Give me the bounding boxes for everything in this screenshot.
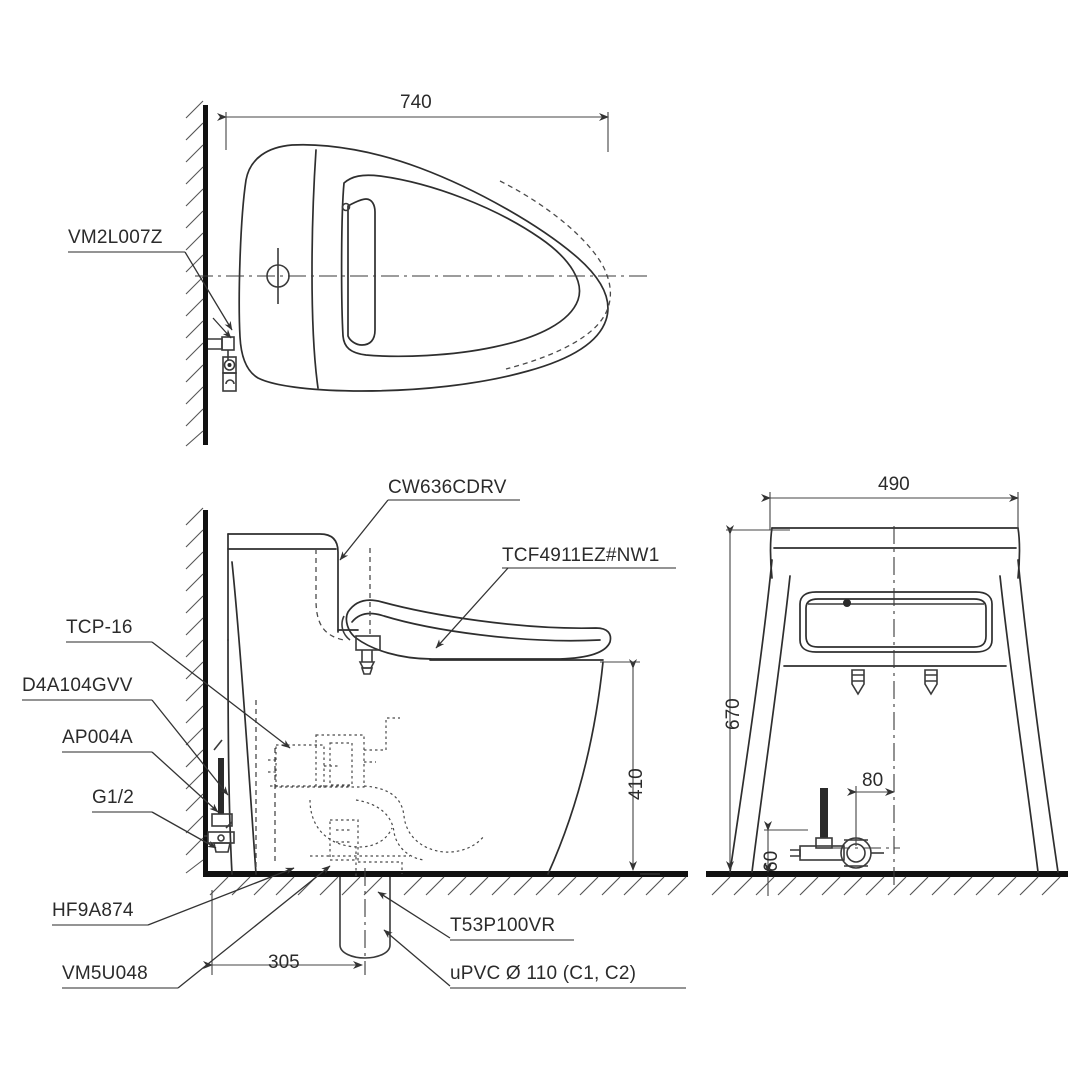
- callout-hf9a874: HF9A874: [52, 900, 134, 921]
- dim-label-80: 80: [862, 770, 884, 791]
- side-leaders: [22, 499, 686, 989]
- leader-vm2l007z: [68, 251, 233, 331]
- callout-upvc: uPVC Ø 110 (C1, C2): [450, 963, 637, 984]
- callout-vm5u048: VM5U048: [62, 963, 148, 984]
- floor-hatching: [209, 876, 687, 896]
- dim-490: [761, 492, 1019, 530]
- dim-410: [600, 659, 660, 875]
- callout-tcf4911eznw1: TCF4911EZ#NW1: [502, 545, 660, 566]
- dim-60: [764, 821, 808, 896]
- dim-label-740: 740: [400, 92, 432, 113]
- floor-left: [203, 871, 400, 877]
- side-toilet-outline: [227, 533, 612, 875]
- callout-tcp16: TCP-16: [66, 617, 133, 638]
- front-floor: [706, 871, 1068, 877]
- callout-g12: G1/2: [92, 787, 134, 808]
- callout-ap004a: AP004A: [62, 727, 133, 748]
- front-supply-valve: [790, 788, 900, 869]
- floor-right: [396, 871, 688, 877]
- dim-label-60: 60: [761, 850, 782, 872]
- callout-vm2l007z: VM2L007Z: [68, 227, 163, 248]
- side-wall-hatching: [185, 507, 204, 874]
- callout-cw636cdrv: CW636CDRV: [388, 477, 507, 498]
- front-toilet-outline: [729, 526, 1059, 890]
- front-floor-hatching: [711, 876, 1061, 896]
- callout-d4a104gvv: D4A104GVV: [22, 675, 133, 696]
- dim-740: [217, 112, 609, 152]
- side-internal-plumbing: [255, 548, 371, 868]
- dim-label-670: 670: [723, 698, 744, 730]
- side-elevation-group: [22, 499, 688, 989]
- side-valve-body-hidden: [268, 717, 485, 876]
- front-bolt-caps: [851, 669, 938, 696]
- dim-label-490: 490: [878, 474, 910, 495]
- dim-label-305: 305: [268, 952, 300, 973]
- side-wall: [203, 510, 208, 875]
- callout-t53p100vr: T53P100VR: [450, 915, 556, 936]
- plan-toilet-outline: [195, 143, 650, 392]
- upvc-outlet-pipe: [339, 868, 391, 975]
- dim-80: [847, 786, 895, 846]
- dim-670: [726, 525, 790, 871]
- plan-supply-valve: [208, 317, 237, 392]
- plan-wall-hatching: [185, 100, 204, 447]
- front-elevation-group: [706, 492, 1068, 896]
- plan-view-group: [68, 100, 650, 447]
- plan-wall: [203, 105, 208, 445]
- dim-label-410: 410: [626, 768, 647, 800]
